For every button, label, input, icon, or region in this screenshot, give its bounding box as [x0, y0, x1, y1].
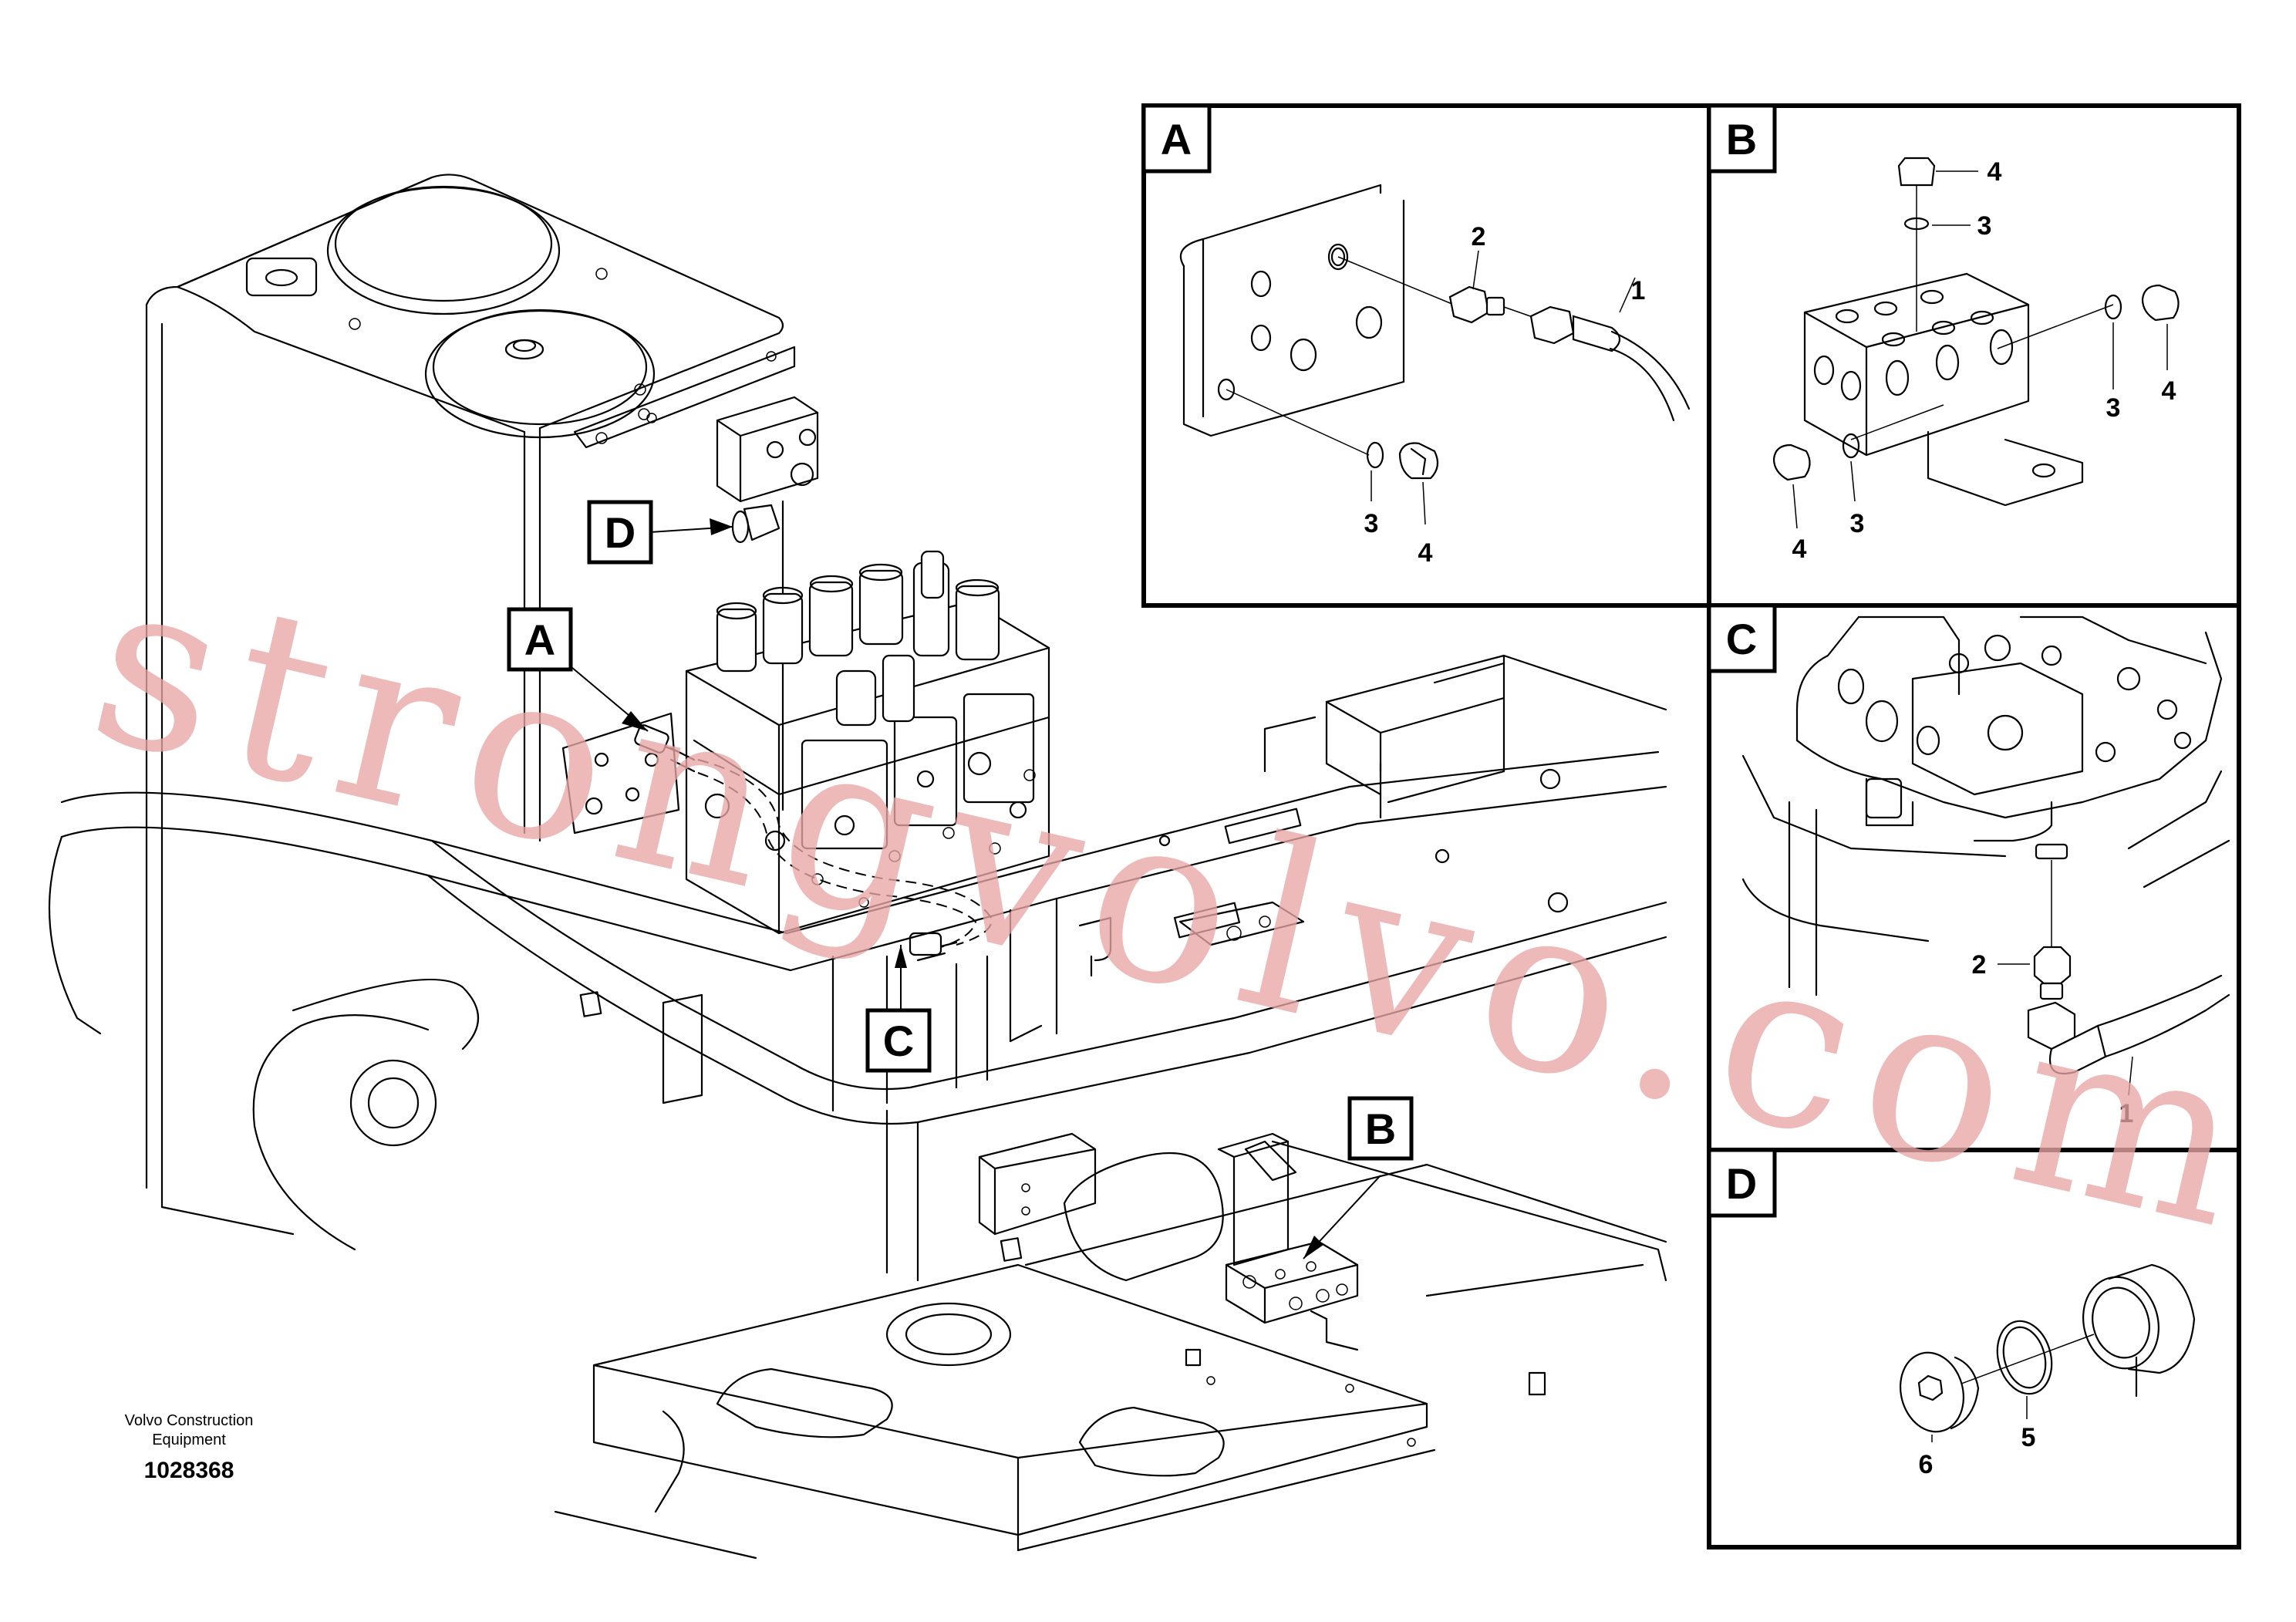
svg-text:1: 1	[2119, 1099, 2134, 1128]
control-valve	[561, 550, 1050, 935]
svg-text:2: 2	[1972, 950, 1987, 980]
svg-text:4: 4	[1988, 157, 2002, 187]
caption-block: Volvo Construction Equipment 1028368	[125, 1412, 254, 1483]
svg-text:2: 2	[1472, 222, 1486, 251]
svg-text:5: 5	[2021, 1423, 2036, 1452]
watermark: strongvolvo.com	[72, 524, 2267, 1280]
svg-text:1: 1	[1631, 276, 1646, 305]
callout-B: B	[1347, 1096, 1414, 1161]
detail-frames	[1141, 103, 2241, 1549]
caption-line2: Equipment	[152, 1431, 226, 1448]
callout-D: D	[587, 500, 653, 565]
callout-leaders	[566, 518, 1381, 1259]
svg-text:D: D	[605, 508, 636, 557]
svg-text:B: B	[1365, 1104, 1396, 1153]
svg-text:4: 4	[1792, 534, 1807, 564]
svg-text:C: C	[1726, 615, 1757, 663]
detail-B: B 4 3 3 4	[1707, 103, 2180, 564]
main-view: D A C B	[48, 174, 1667, 1560]
lower-frame	[554, 1109, 1667, 1560]
svg-text:strongvolvo.com: strongvolvo.com	[72, 524, 2267, 1280]
svg-text:3: 3	[2106, 393, 2121, 423]
detail-D: D 5 6	[1707, 1148, 2196, 1479]
caption-line1: Volvo Construction	[125, 1412, 254, 1429]
svg-text:A: A	[524, 615, 555, 664]
callout-C: C	[865, 1008, 932, 1073]
svg-text:6: 6	[1919, 1450, 1934, 1479]
svg-text:A: A	[1161, 115, 1192, 164]
callout-A: A	[507, 607, 573, 672]
document-number: 1028368	[144, 1458, 234, 1483]
upper-frame	[48, 654, 1667, 1251]
detail-A: A 2 1 3 4	[1141, 103, 1691, 568]
svg-text:3: 3	[1364, 509, 1379, 538]
detail-C: C 2 1	[1707, 603, 2230, 1128]
pressure-hose	[634, 724, 993, 962]
svg-text:4: 4	[2162, 376, 2176, 406]
svg-text:D: D	[1726, 1159, 1757, 1208]
svg-text:B: B	[1726, 115, 1757, 164]
svg-text:3: 3	[1850, 509, 1865, 538]
svg-text:4: 4	[1418, 538, 1433, 568]
svg-text:3: 3	[1977, 211, 1992, 241]
svg-text:C: C	[883, 1017, 914, 1065]
